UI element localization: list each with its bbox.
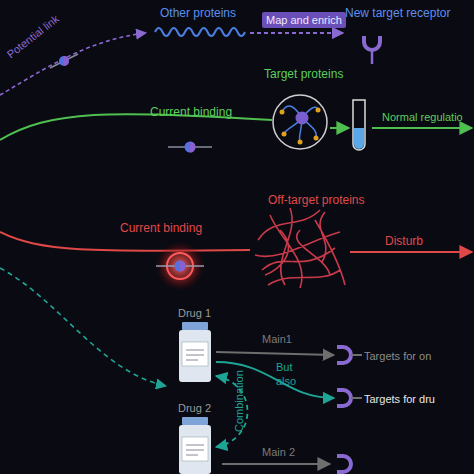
flow-arrow (350, 251, 472, 253)
bottle-cap (182, 417, 208, 425)
glow-halo (155, 241, 205, 291)
edge-label: Map and enrich (262, 12, 346, 28)
node-text: Drug 1 (178, 306, 211, 320)
protein-dot (314, 136, 319, 141)
bottle-body (179, 425, 211, 474)
connector-arrow (250, 32, 343, 34)
protein-chains (282, 106, 318, 142)
flow-arrow (330, 127, 349, 129)
bottle-label (182, 437, 208, 461)
outcome-label: Disturb (385, 234, 423, 248)
receptor-cup (337, 347, 351, 363)
link-label: Potential link (4, 12, 62, 61)
node-text: Target proteins (264, 67, 343, 81)
receptor-stem (351, 354, 362, 356)
ligand-ball (59, 56, 69, 66)
bottle-label (182, 342, 208, 366)
target-node: Targets for on (334, 340, 472, 370)
node-text: Off-target proteins (268, 193, 365, 207)
fibrous-network (255, 208, 345, 288)
node-text: New target receptor (345, 6, 450, 20)
receptor-stem (371, 50, 374, 64)
drug-node: Drug 2 (176, 401, 216, 474)
edge-label: Main1 (262, 332, 292, 346)
protein-circle (273, 95, 327, 149)
ligand-ball (185, 142, 196, 153)
protein-dot (298, 140, 303, 145)
receptor-cup (337, 456, 351, 472)
label-lines (186, 445, 204, 455)
ligand-half (190, 142, 196, 153)
receptor-stem (351, 397, 362, 399)
route-label: Main 2 (262, 445, 295, 459)
protein-dot (280, 110, 285, 115)
label-lines (186, 350, 204, 360)
node-text: Targets for on (364, 349, 431, 363)
receptor-cup (337, 390, 351, 406)
node-text: Drug 2 (178, 401, 211, 415)
edge-label: But also (276, 360, 308, 388)
protein-core (296, 112, 309, 125)
tube-liquid (354, 128, 364, 149)
protein-node: Off-target proteins (250, 193, 385, 293)
ligand-ball (175, 261, 186, 272)
receptor-node: New target receptor (343, 4, 470, 64)
protein-dot (282, 132, 287, 137)
drug-node: Drug 1 (176, 306, 216, 384)
ligand-half (180, 261, 186, 272)
ligand-half (64, 56, 69, 66)
protein-wave (155, 28, 245, 36)
edge-label: Combination (232, 370, 246, 432)
flow-arrow (222, 463, 330, 465)
binding-label: Current binding (150, 105, 232, 119)
target-node: Targets for dru (334, 385, 472, 415)
ligand-line (50, 54, 78, 68)
protein-node: Target proteins (262, 66, 354, 152)
flow-arrow (372, 127, 472, 129)
test-tube (353, 100, 365, 150)
bottle-cap (182, 322, 208, 330)
outcome-label: Normal regulatio (382, 110, 463, 124)
receptor-cup (364, 36, 380, 50)
connector-arrow (216, 352, 334, 355)
binding-label: Current binding (120, 221, 202, 235)
dashed-link-curve (0, 268, 166, 386)
node-text: Other proteins (160, 6, 236, 20)
bottle-body (179, 330, 211, 382)
protein-dot (316, 108, 321, 113)
node-text: Targets for dru (364, 392, 435, 406)
protein-node: Other proteins (150, 4, 250, 42)
